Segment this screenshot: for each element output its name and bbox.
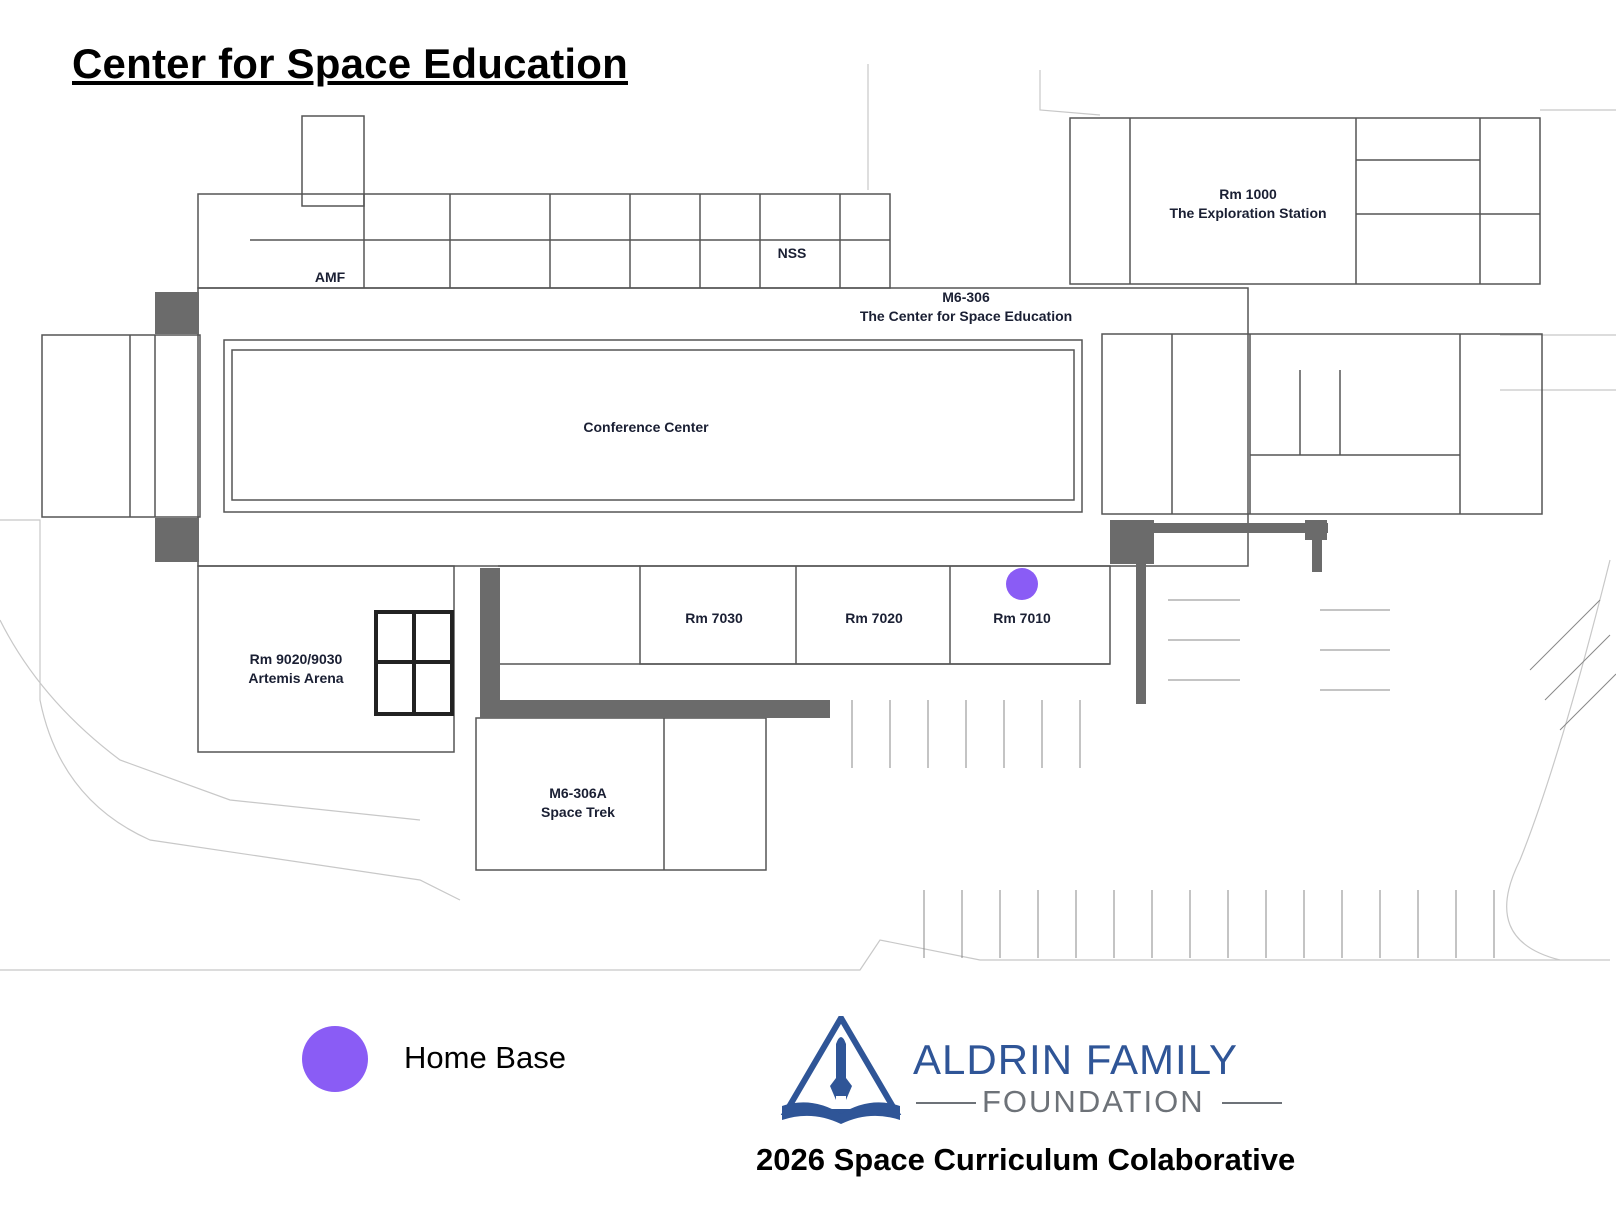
rocket-book-icon xyxy=(780,1016,902,1124)
legend-home-base-icon xyxy=(302,1026,368,1092)
room-label-conference-center: Conference Center xyxy=(583,419,709,435)
room-label-rm-7020: Rm 7020 xyxy=(845,610,903,626)
parking-lots xyxy=(851,599,1616,958)
room-label-exploration-station: The Exploration Station xyxy=(1169,205,1326,221)
logo-rule-left xyxy=(916,1102,976,1104)
arena-truss xyxy=(374,610,454,716)
legend-home-base-label: Home Base xyxy=(404,1040,566,1075)
room-label-nss: NSS xyxy=(778,245,807,261)
room-label-center-space-education: The Center for Space Education xyxy=(860,308,1072,324)
logo-subtitle: FOUNDATION xyxy=(982,1084,1205,1119)
home-base-marker[interactable] xyxy=(1006,568,1038,600)
building-walls xyxy=(41,115,1543,871)
room-label-rm-1000: Rm 1000 xyxy=(1219,186,1277,202)
structural-walls xyxy=(155,292,1328,718)
room-label-m6-306a: M6-306A xyxy=(549,785,607,801)
room-label-space-trek: Space Trek xyxy=(541,804,615,820)
footer-title: 2026 Space Curriculum Colaborative xyxy=(756,1142,1296,1177)
logo-name: ALDRIN FAMILY xyxy=(913,1036,1238,1083)
room-label-m6-306: M6-306 xyxy=(942,289,990,305)
room-label-artemis-arena: Artemis Arena xyxy=(248,670,343,686)
room-label-rm-7030: Rm 7030 xyxy=(685,610,743,626)
floor-plan-map: Rm 1000 The Exploration Station AMF NSS … xyxy=(0,64,1616,971)
room-labels: Rm 1000 The Exploration Station AMF NSS … xyxy=(248,186,1326,820)
room-label-rm-7010: Rm 7010 xyxy=(993,610,1051,626)
site-outline xyxy=(0,64,1616,971)
room-label-amf: AMF xyxy=(315,269,346,285)
room-label-rm-9020: Rm 9020/9030 xyxy=(250,651,343,667)
page-title: Center for Space Education xyxy=(72,40,628,87)
logo-rule-right xyxy=(1222,1102,1282,1104)
